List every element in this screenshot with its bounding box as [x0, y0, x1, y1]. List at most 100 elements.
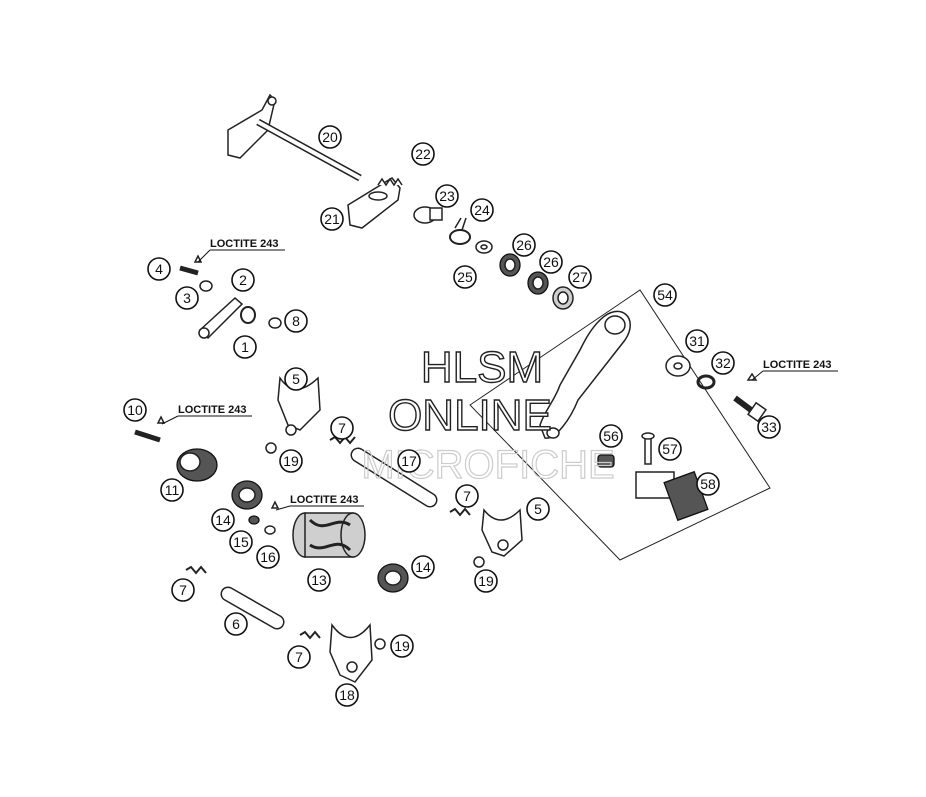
callout-58: 58: [696, 472, 720, 496]
svg-text:LOCTITE 243: LOCTITE 243: [763, 359, 831, 371]
pin-57-part: [641, 432, 655, 465]
callout-23: 23: [435, 184, 459, 208]
shift-fork-5-lower-part: [481, 508, 523, 557]
needle-bearing-26a-part: [499, 253, 521, 277]
callout-19b: 19: [474, 569, 498, 593]
shift-lever-54-part: [539, 310, 631, 439]
callout-54: 54: [653, 283, 677, 307]
svg-text:8: 8: [292, 313, 300, 329]
bearing-14a-part: [231, 480, 263, 510]
pin-16-part: [264, 500, 280, 535]
watermark: HLSM ONLINE MICROFICHE: [361, 342, 616, 487]
callout-4: 4: [147, 257, 171, 281]
svg-text:13: 13: [311, 572, 327, 588]
svg-text:16: 16: [260, 549, 276, 565]
svg-text:LOCTITE 243: LOCTITE 243: [178, 404, 246, 416]
callout-26b: 26: [539, 250, 563, 274]
spring-22-part: [377, 177, 403, 187]
bolt-33-part: [733, 372, 767, 423]
callout-1: 1: [233, 335, 257, 359]
callout-7a: 7: [330, 416, 354, 440]
svg-text:4: 4: [155, 261, 163, 277]
spring-2-part: [240, 306, 256, 324]
washer-3-part: [199, 280, 213, 292]
svg-text:14: 14: [215, 512, 231, 528]
spring-clip-23-part: [413, 206, 443, 224]
callout-13: 13: [307, 568, 331, 592]
svg-text:33: 33: [761, 419, 777, 435]
callout-32: 32: [711, 351, 735, 375]
svg-text:58: 58: [700, 476, 716, 492]
svg-text:5: 5: [534, 501, 542, 517]
svg-text:23: 23: [439, 188, 455, 204]
roller-19c-part: [374, 638, 386, 650]
svg-text:1: 1: [241, 339, 249, 355]
callout-18: 18: [335, 683, 359, 707]
callout-17: 17: [397, 449, 421, 473]
torsion-spring-24-part: [449, 217, 471, 245]
svg-text:6: 6: [232, 616, 240, 632]
roller-19b-part: [473, 556, 485, 568]
callout-57: 57: [658, 437, 682, 461]
svg-text:11: 11: [165, 482, 180, 498]
svg-text:26: 26: [516, 237, 532, 253]
callout-31: 31: [685, 329, 709, 353]
svg-text:56: 56: [603, 428, 619, 444]
svg-text:2: 2: [239, 272, 247, 288]
shift-fork-18-part: [329, 622, 373, 683]
callout-21: 21: [320, 207, 344, 231]
callout-14b: 14: [411, 555, 435, 579]
callout-2: 2: [231, 268, 255, 292]
callout-15: 15: [229, 530, 253, 554]
svg-text:LOCTITE 243: LOCTITE 243: [290, 494, 358, 506]
svg-text:21: 21: [324, 211, 340, 227]
svg-text:19: 19: [478, 573, 494, 589]
loctite-label-2: LOCTITE 243: [751, 359, 838, 381]
svg-text:7: 7: [463, 488, 471, 504]
shift-cam-11-part: [176, 448, 218, 482]
bolt-4-part: [179, 254, 203, 276]
svg-text:15: 15: [233, 534, 249, 550]
svg-text:10: 10: [127, 402, 143, 418]
footpeg-tip-58-part: [635, 470, 709, 522]
callout-20: 20: [318, 125, 342, 149]
callout-7b: 7: [455, 484, 479, 508]
bearing-14b-part: [377, 563, 409, 593]
svg-text:LOCTITE 243: LOCTITE 243: [210, 238, 278, 250]
watermark-line1: HLSM: [421, 343, 543, 392]
callout-8: 8: [284, 309, 308, 333]
spring-7c-part: [185, 565, 207, 575]
svg-text:19: 19: [394, 638, 410, 654]
callout-7c: 7: [171, 578, 195, 602]
shift-rail-6-part: [220, 586, 285, 630]
callout-5a: 5: [284, 367, 308, 391]
svg-text:22: 22: [415, 146, 431, 162]
svg-text:7: 7: [179, 582, 187, 598]
svg-text:17: 17: [401, 453, 417, 469]
callout-14a: 14: [211, 508, 235, 532]
shift-lever-assembly-outline: [469, 289, 771, 561]
callout-3: 3: [175, 286, 199, 310]
svg-text:18: 18: [339, 687, 355, 703]
callout-10: 10: [123, 398, 147, 422]
callout-56: 56: [599, 424, 623, 448]
callout-24: 24: [470, 198, 494, 222]
shift-rail-17-part: [350, 447, 438, 508]
svg-text:3: 3: [183, 290, 191, 306]
shift-shaft-part: [227, 93, 362, 182]
circlip-32-part: [696, 374, 716, 390]
roller-19a-part: [265, 442, 277, 454]
screw-15-part: [248, 515, 260, 525]
callout-33: 33: [757, 415, 781, 439]
svg-text:19: 19: [283, 453, 299, 469]
callout-19c: 19: [390, 634, 414, 658]
shift-drum-13-part: [292, 512, 366, 558]
loctite-label-1: LOCTITE 243: [197, 238, 285, 263]
svg-text:7: 7: [295, 649, 303, 665]
callout-6: 6: [224, 612, 248, 636]
svg-text:31: 31: [689, 333, 705, 349]
bushing-56-part: [597, 454, 615, 468]
loctite-label-4: LOCTITE 243: [275, 494, 364, 511]
spring-7d-part: [299, 630, 321, 640]
loctite-label-3: LOCTITE 243: [161, 404, 252, 425]
